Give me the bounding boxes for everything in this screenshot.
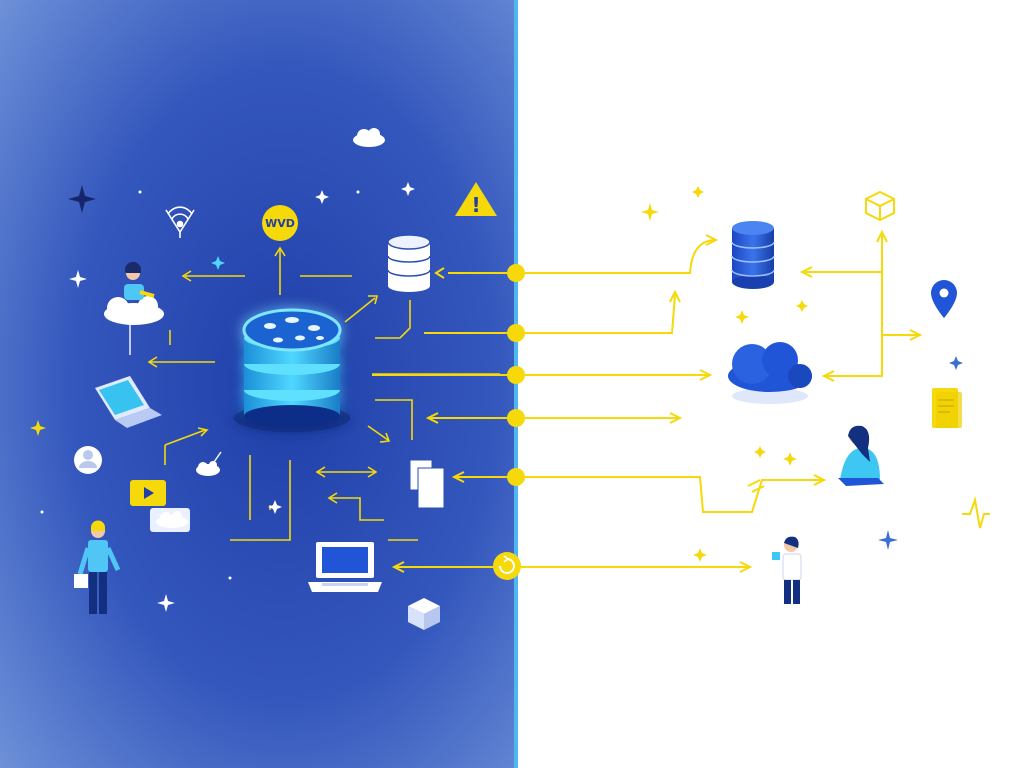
chat-icon — [196, 451, 222, 476]
connector-refresh[interactable] — [493, 552, 521, 580]
connector-sync[interactable] — [507, 324, 525, 342]
notes-icon[interactable] — [932, 388, 962, 428]
location-pin-icon[interactable] — [931, 280, 957, 318]
person-on-cloud-icon — [104, 261, 164, 355]
flow-lines — [372, 234, 827, 573]
database-icon[interactable] — [387, 234, 431, 292]
sparkles-right — [641, 186, 963, 562]
central-database-icon[interactable] — [234, 308, 350, 432]
documents-icon[interactable] — [409, 459, 445, 509]
left-flow-lines — [147, 246, 500, 541]
connector-cloud[interactable] — [507, 366, 525, 384]
pulse-icon — [962, 496, 990, 529]
connector-database[interactable] — [507, 264, 525, 282]
database-icon[interactable] — [731, 221, 775, 289]
laptop-icon[interactable] — [95, 376, 162, 428]
cloud-icon[interactable] — [728, 342, 812, 404]
router-icon[interactable] — [165, 206, 195, 238]
person-standing-icon — [772, 536, 802, 604]
cube-icon — [408, 598, 440, 630]
laptop-icon[interactable] — [308, 542, 382, 592]
connector-transfer[interactable] — [507, 409, 525, 427]
alert-symbol: ! — [471, 193, 480, 217]
connector-documents[interactable] — [507, 468, 525, 486]
person-sitting-icon — [838, 425, 884, 486]
cloud-icon — [353, 128, 385, 147]
alert-icon: ! — [455, 182, 497, 217]
video-icon[interactable] — [130, 480, 190, 532]
cube-icon — [865, 190, 895, 222]
user-avatar-icon[interactable] — [74, 446, 102, 474]
badge-icon: WVD — [262, 205, 298, 241]
sparkles-left — [30, 182, 415, 612]
person-standing-icon — [74, 520, 121, 614]
right-flow-lines — [799, 229, 923, 382]
badge-label: WVD — [265, 217, 295, 230]
